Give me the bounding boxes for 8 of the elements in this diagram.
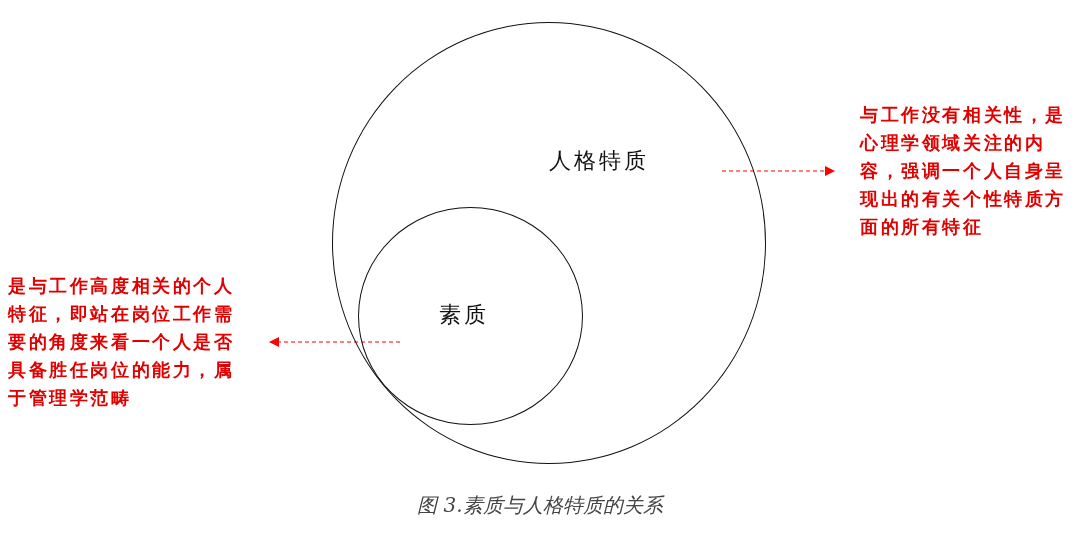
circle-boundary — [332, 22, 766, 464]
circle-label: 素质 — [439, 301, 489, 329]
circle-label: 人格特质 — [549, 147, 649, 175]
annotation-text: 与工作没有相关性，是心理学领域关注的内容，强调一个人自身呈现出的有关个性特质方面的所有特征 — [860, 101, 1075, 241]
dashed-arrow — [269, 337, 401, 347]
dashed-arrow — [721, 166, 835, 176]
annotation-text: 是与工作高度相关的个人特征，即站在岗位工作需要的角度来看一个人是否具备胜任岗位的能力，属于管理学范畴 — [8, 272, 248, 412]
figure-caption: 图 3.素质与人格特质的关系 — [417, 492, 663, 519]
